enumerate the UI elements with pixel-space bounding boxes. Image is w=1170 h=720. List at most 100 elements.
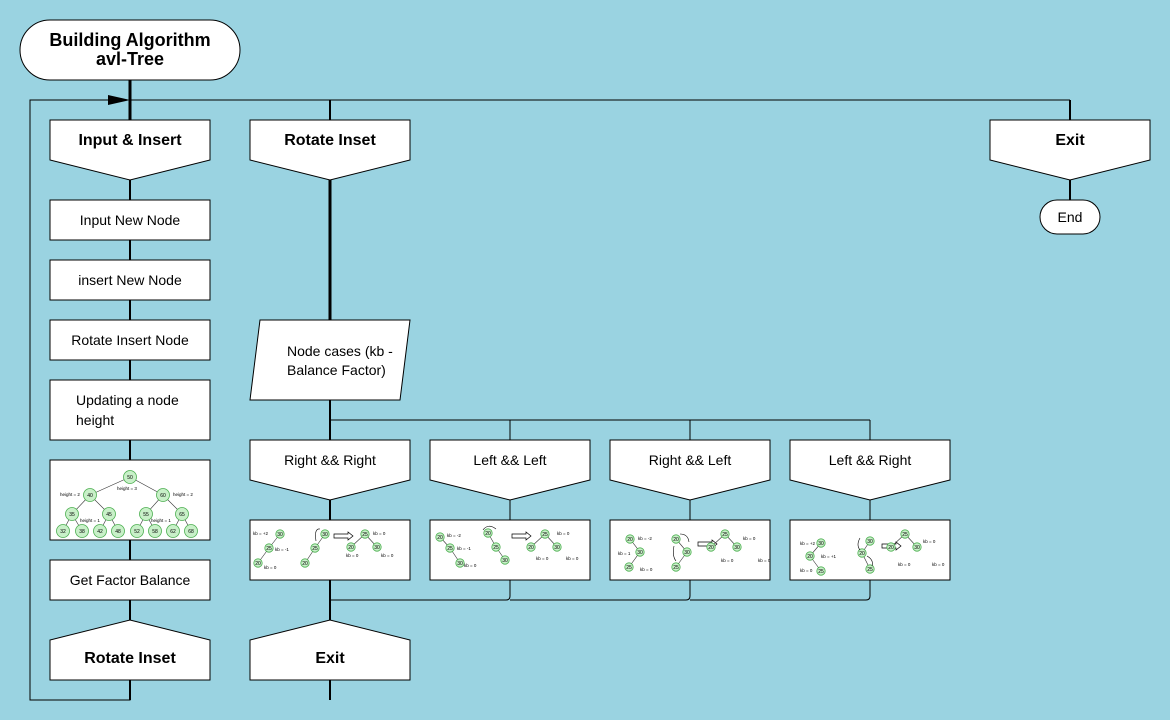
tree-node-value: 25 xyxy=(626,565,632,571)
tree-node-value: 20 xyxy=(255,561,261,567)
tree-node xyxy=(300,558,310,568)
kb-label: kb = 0 xyxy=(346,553,359,558)
tree-node xyxy=(682,547,692,557)
tree-node-value: 60 xyxy=(160,493,166,499)
tree-node-value: 20 xyxy=(302,561,308,567)
tree-node-value: 30 xyxy=(374,545,380,551)
tree-node-value: 68 xyxy=(188,529,194,535)
kb-label: kb = 0 xyxy=(640,567,653,572)
tree-node-value: 52 xyxy=(134,529,140,535)
tree-node-value: 25 xyxy=(542,532,548,538)
tree-node xyxy=(445,543,455,553)
tree-node-value: 45 xyxy=(106,512,112,518)
height-tree-node xyxy=(166,524,180,538)
tree-node xyxy=(886,542,896,552)
step-rotate-insert-node[interactable]: Rotate Insert Node xyxy=(71,332,189,348)
tree-node xyxy=(857,548,867,558)
step-rotate-insert-node-box xyxy=(49,319,211,361)
tree-node-value: 25 xyxy=(447,546,453,552)
tree-node-value: 30 xyxy=(457,561,463,567)
height-tree-node xyxy=(139,507,153,521)
node-cases-label[interactable]: Node cases (kb - Balance Factor) xyxy=(287,342,393,379)
case-rl-label[interactable]: Right && Left xyxy=(648,452,732,468)
tree-node-value: 20 xyxy=(348,545,354,551)
tree-node-value: 25 xyxy=(818,569,824,575)
tree-node-value: 30 xyxy=(684,550,690,556)
step-insert-new-node[interactable]: insert New Node xyxy=(78,272,182,288)
case-lr-label[interactable]: Left && Right xyxy=(828,452,912,468)
tree-node-value: 25 xyxy=(867,567,873,573)
kb-label: kb = +2 xyxy=(800,541,816,546)
end-terminator-label[interactable]: End xyxy=(1057,209,1083,225)
tree-node xyxy=(483,528,493,538)
kb-label: kb = 0 xyxy=(373,531,386,536)
col1-end-label[interactable]: Rotate Inset xyxy=(84,650,176,667)
tree-node xyxy=(816,538,826,548)
kb-label: kb = -1 xyxy=(457,546,471,551)
height-tree-node xyxy=(75,524,89,538)
branch-input-insert-label[interactable]: Input & Insert xyxy=(78,132,182,149)
col1-end-shape xyxy=(49,619,211,681)
height-label: height = 2 xyxy=(60,492,80,497)
height-tree-node xyxy=(184,524,198,538)
tree-node-value: 25 xyxy=(722,532,728,538)
step-get-factor-balance[interactable]: Get Factor Balance xyxy=(69,572,191,588)
col2-end-shape xyxy=(249,619,411,681)
tree-node-value: 30 xyxy=(637,550,643,556)
branch-exit-label[interactable]: Exit xyxy=(1055,132,1085,149)
title-line1: Building Algorithm xyxy=(49,30,211,50)
height-tree-node xyxy=(123,470,137,484)
title-label: Building Algorithm avl-Tree xyxy=(20,20,240,80)
height-label: height = 2 xyxy=(173,492,193,497)
rotation-arrow-icon xyxy=(333,531,354,541)
tree-node-value: 25 xyxy=(312,546,318,552)
kb-label: kb = 0 xyxy=(536,556,549,561)
tree-node xyxy=(264,543,274,553)
case-ll-label[interactable]: Left && Left xyxy=(473,452,547,468)
rotation-arrow-icon xyxy=(511,531,532,541)
tree-node-value: 25 xyxy=(362,532,368,538)
height-tree-node xyxy=(130,524,144,538)
tree-node-value: 65 xyxy=(179,512,185,518)
tree-node xyxy=(671,534,681,544)
kb-label: kb = 0 xyxy=(566,556,579,561)
step-input-new-node[interactable]: Input New Node xyxy=(79,212,181,228)
height-tree-node xyxy=(111,524,125,538)
case-ll-shape xyxy=(429,439,591,501)
node-cases-shape xyxy=(249,319,411,401)
title-line2: avl-Tree xyxy=(95,49,165,69)
tree-node xyxy=(346,542,356,552)
step-insert-new-node-box xyxy=(49,259,211,301)
tree-node xyxy=(320,529,330,539)
loop-arrow-icon xyxy=(108,95,130,105)
case-rr-label[interactable]: Right && Right xyxy=(284,452,376,468)
tree-node-value: 20 xyxy=(859,551,865,557)
kb-label: kb = -2 xyxy=(447,533,461,538)
tree-node-value: 30 xyxy=(734,545,740,551)
step-updating-height[interactable]: Updating a node height xyxy=(76,392,179,428)
tree-node xyxy=(816,566,826,576)
tree-node xyxy=(865,536,875,546)
col2-end-label[interactable]: Exit xyxy=(315,650,345,667)
tree-node-value: 25 xyxy=(266,546,272,552)
tree-node-value: 35 xyxy=(69,512,75,518)
tree-node xyxy=(900,529,910,539)
kb-label: kb = 0 xyxy=(758,558,771,563)
kb-label: kb = 1 xyxy=(618,551,631,556)
tree-node-value: 50 xyxy=(127,475,133,481)
tree-node-value: 20 xyxy=(627,537,633,543)
tree-node xyxy=(540,529,550,539)
case-rr-shape xyxy=(249,439,411,501)
branch-rotate-inset-label[interactable]: Rotate Inset xyxy=(284,132,376,149)
branch-rotate-inset-shape xyxy=(249,119,411,181)
end-terminator-shape xyxy=(1039,199,1101,235)
kb-label: kb = 0 xyxy=(800,568,813,573)
tree-node-value: 20 xyxy=(485,531,491,537)
tree-node-value: 30 xyxy=(867,539,873,545)
tree-node-value: 25 xyxy=(902,532,908,538)
tree-node-value: 20 xyxy=(888,545,894,551)
tree-node xyxy=(310,543,320,553)
tree-node-value: 30 xyxy=(554,545,560,551)
height-tree-edge xyxy=(89,476,131,496)
